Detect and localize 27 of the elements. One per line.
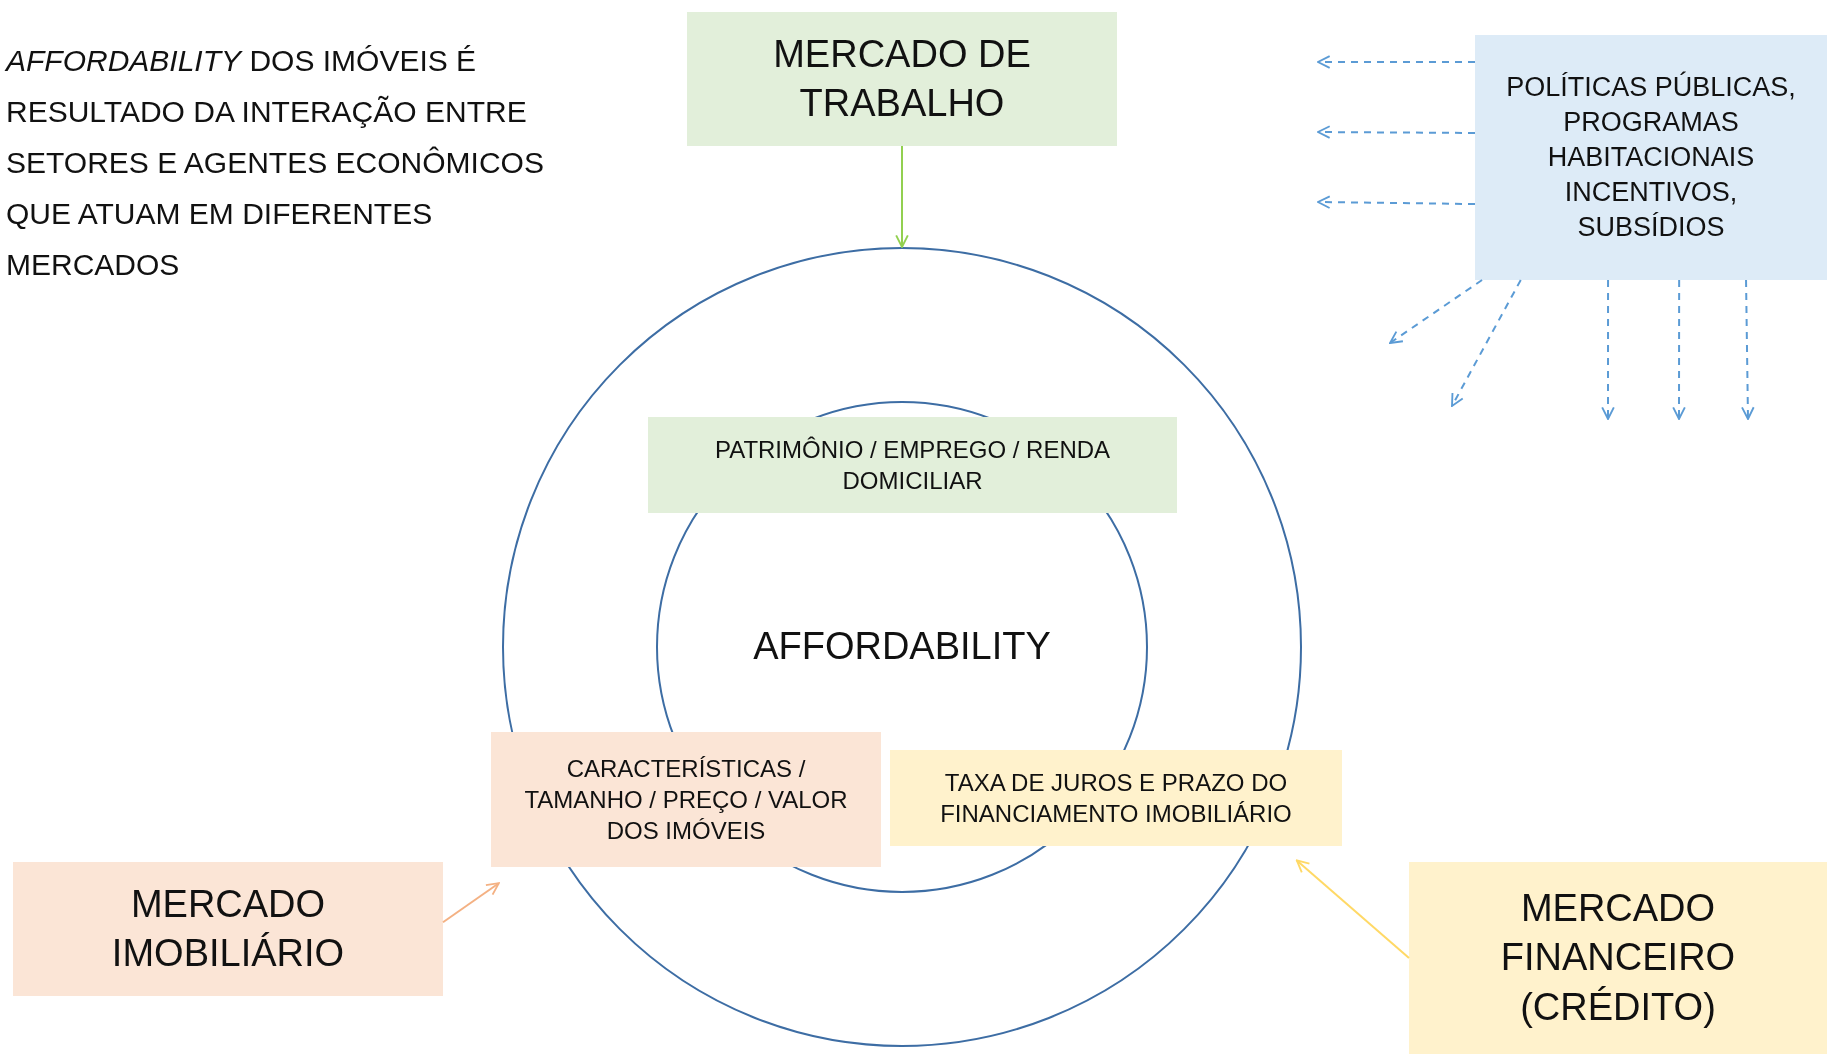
arrow [1295, 859, 1410, 959]
arrow [1451, 279, 1522, 407]
factor-box [648, 417, 1177, 513]
outer-circle [502, 247, 1302, 1047]
note-text: AFFORDABILITY DOS IMÓVEIS É RESULTADO DA INTERAÇÃO ENTRE SETORES E AGENTES ECONÔMICOS QUE ATUAM EM DIFERENTES MERCADOS [3, 43, 545, 283]
arrow [442, 882, 500, 924]
node-text: AFFORDABILITY [753, 624, 1051, 670]
market-box [13, 862, 443, 996]
factor-box [890, 750, 1342, 846]
node-text: MERCADO FINANCEIRO (CRÉDITO) [1499, 885, 1737, 1030]
node-text: TAXA DE JUROS E PRAZO DO FINANCIAMENTO IMOBILIÁRIO [939, 767, 1293, 829]
node-text: CARACTERÍSTICAS / TAMANHO / PREÇO / VALOR DOS IMÓVEIS [523, 753, 849, 847]
policy-box [1475, 35, 1827, 280]
arrow [1601, 279, 1615, 420]
node-text: MERCADO IMOBILIÁRIO [110, 881, 346, 976]
node-text: MERCADO DE TRABALHO [772, 31, 1032, 126]
market-box [687, 12, 1117, 146]
node-text: PATRIMÔNIO / EMPREGO / RENDA DOMICILIAR [713, 434, 1112, 496]
arrow [1672, 279, 1686, 420]
arrow [1741, 279, 1755, 420]
arrow [1389, 279, 1484, 344]
node-text: POLÍTICAS PÚBLICAS, PROGRAMAS HABITACIONAIS INCENTIVOS, SUBSÍDIOS [1505, 70, 1797, 245]
arrow [1317, 55, 1476, 69]
market-box [1409, 862, 1827, 1054]
arrow [895, 145, 909, 248]
arrow [1317, 195, 1476, 209]
arrow [1317, 125, 1476, 139]
